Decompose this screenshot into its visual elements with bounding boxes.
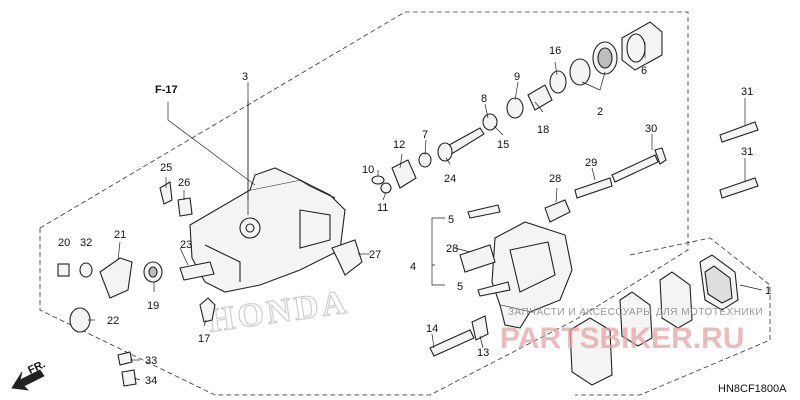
diagram-code: HN8CF1800A	[718, 383, 787, 395]
callout-31a: 31	[741, 86, 753, 98]
callout-19: 19	[147, 300, 159, 312]
assembly-boundary	[39, 11, 689, 396]
callout-labels: F-17 3 4 5 5 6 7 8 9 10 11 12 13 14 15 1…	[58, 45, 771, 387]
piston-assembly	[549, 21, 663, 94]
lever-parts	[57, 181, 216, 387]
callout-16: 16	[549, 45, 561, 57]
callout-32: 32	[80, 237, 92, 249]
sub-assembly-boundary	[575, 237, 771, 396]
callout-10: 10	[362, 164, 374, 176]
callout-13: 13	[477, 347, 489, 359]
watermark-text: ЗАПЧАСТИ И АКСЕССУАРЫ ДЛЯ МОТОТЕХНИКИ	[508, 307, 763, 318]
callout-14: 14	[426, 323, 438, 335]
ref-label: F-17	[155, 84, 178, 96]
callout-18: 18	[537, 124, 549, 136]
leader-lines	[88, 42, 763, 381]
callout-2: 2	[597, 106, 603, 118]
callout-26: 26	[178, 177, 190, 189]
front-direction-arrow: FR.	[11, 358, 47, 391]
callout-12: 12	[393, 139, 405, 151]
pin-bolts	[459, 121, 759, 273]
callout-30: 30	[645, 123, 657, 135]
callout-7: 7	[422, 129, 428, 141]
callout-20: 20	[58, 237, 70, 249]
caliper-bracket	[189, 167, 346, 293]
callout-6: 6	[641, 65, 647, 77]
callout-4: 4	[410, 261, 416, 273]
callout-34: 34	[145, 375, 157, 387]
callout-27: 27	[369, 249, 381, 261]
callout-5a: 5	[448, 214, 454, 226]
callout-22: 22	[107, 315, 119, 327]
caliper-body	[491, 221, 573, 329]
pad-spring	[331, 204, 511, 297]
callout-28b: 28	[446, 243, 458, 255]
callout-23: 23	[180, 239, 192, 251]
callout-17: 17	[198, 333, 210, 345]
callout-28a: 28	[549, 173, 561, 185]
callout-29: 29	[585, 157, 597, 169]
callout-25: 25	[160, 162, 172, 174]
honda-logo: HONDA	[206, 284, 351, 340]
watermark-logo: PARTSBIKER.RU	[500, 322, 744, 355]
callout-9: 9	[514, 71, 520, 83]
callout-33: 33	[145, 355, 157, 367]
bleed-parts	[429, 315, 489, 357]
callout-31b: 31	[741, 146, 753, 158]
callout-5b: 5	[457, 281, 463, 293]
callout-24: 24	[444, 173, 456, 185]
brake-pads	[569, 254, 739, 386]
callout-21: 21	[114, 229, 126, 241]
adjuster-assembly	[371, 84, 553, 194]
callout-1: 1	[765, 285, 771, 297]
callout-15: 15	[497, 139, 509, 151]
callout-8: 8	[481, 93, 487, 105]
direction-label: FR.	[26, 358, 47, 376]
callout-11: 11	[377, 202, 388, 214]
callout-3: 3	[242, 71, 248, 83]
